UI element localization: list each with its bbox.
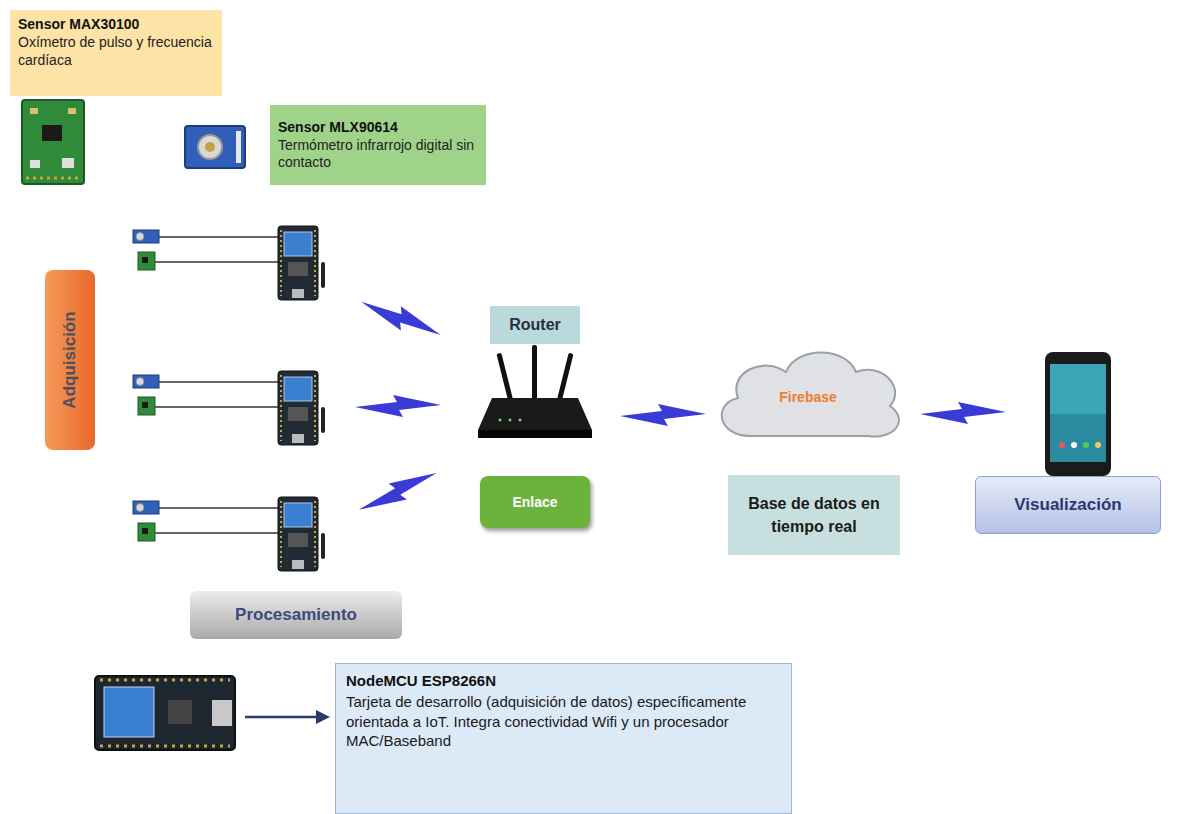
database-label: Base de datos en tiempo real xyxy=(728,475,900,555)
stage-button: Procesamiento xyxy=(190,591,402,639)
nodemcu-board xyxy=(95,676,235,750)
node-heading: Visualización xyxy=(1014,495,1121,515)
stage-button: Enlace xyxy=(480,476,590,528)
node-heading: Base de datos en tiempo real xyxy=(734,492,894,538)
node-heading: Sensor MAX30100 xyxy=(18,16,214,32)
wireless-link xyxy=(354,464,442,519)
router-label: Router xyxy=(490,306,580,344)
wireless-link xyxy=(620,404,706,426)
pointer-arrow-head xyxy=(316,710,330,724)
phone-icon xyxy=(1045,352,1111,476)
node-body: Termómetro infrarrojo digital sin contac… xyxy=(278,137,478,172)
node-heading: Router xyxy=(509,316,561,334)
sensor-label: Sensor MAX30100Oxímetro de pulso y frecu… xyxy=(10,10,222,96)
wireless-link xyxy=(357,291,445,346)
sensor-row xyxy=(133,497,325,571)
wireless-link xyxy=(920,402,1006,424)
node-heading: Adquisición xyxy=(60,311,80,408)
node-heading: Sensor MLX90614 xyxy=(278,119,478,135)
pointer-arrow xyxy=(245,716,318,719)
sensor-label: Sensor MLX90614Termómetro infrarrojo dig… xyxy=(270,105,486,185)
node-heading: Enlace xyxy=(512,494,557,510)
node-body: Tarjeta de desarrollo (adquisición de da… xyxy=(346,692,781,751)
sensor-row xyxy=(133,226,325,300)
node-heading: NodeMCU ESP8266N xyxy=(346,672,781,689)
cloud-shape: Firebase xyxy=(708,342,908,446)
stage-band: Adquisición xyxy=(45,270,95,450)
mlx90614-board xyxy=(185,126,245,168)
wireless-link xyxy=(355,395,441,417)
node-body: Oxímetro de pulso y frecuencia cardíaca xyxy=(18,34,214,69)
router-icon xyxy=(478,345,592,438)
info-box: NodeMCU ESP8266N Tarjeta de desarrollo (a… xyxy=(335,663,792,814)
max30100-board xyxy=(22,100,84,184)
stage-button: Visualización xyxy=(975,476,1161,534)
cloud-outline xyxy=(722,353,899,437)
node-heading: Procesamiento xyxy=(235,605,357,625)
sensor-row xyxy=(133,371,325,445)
node-heading: Firebase xyxy=(779,389,837,405)
